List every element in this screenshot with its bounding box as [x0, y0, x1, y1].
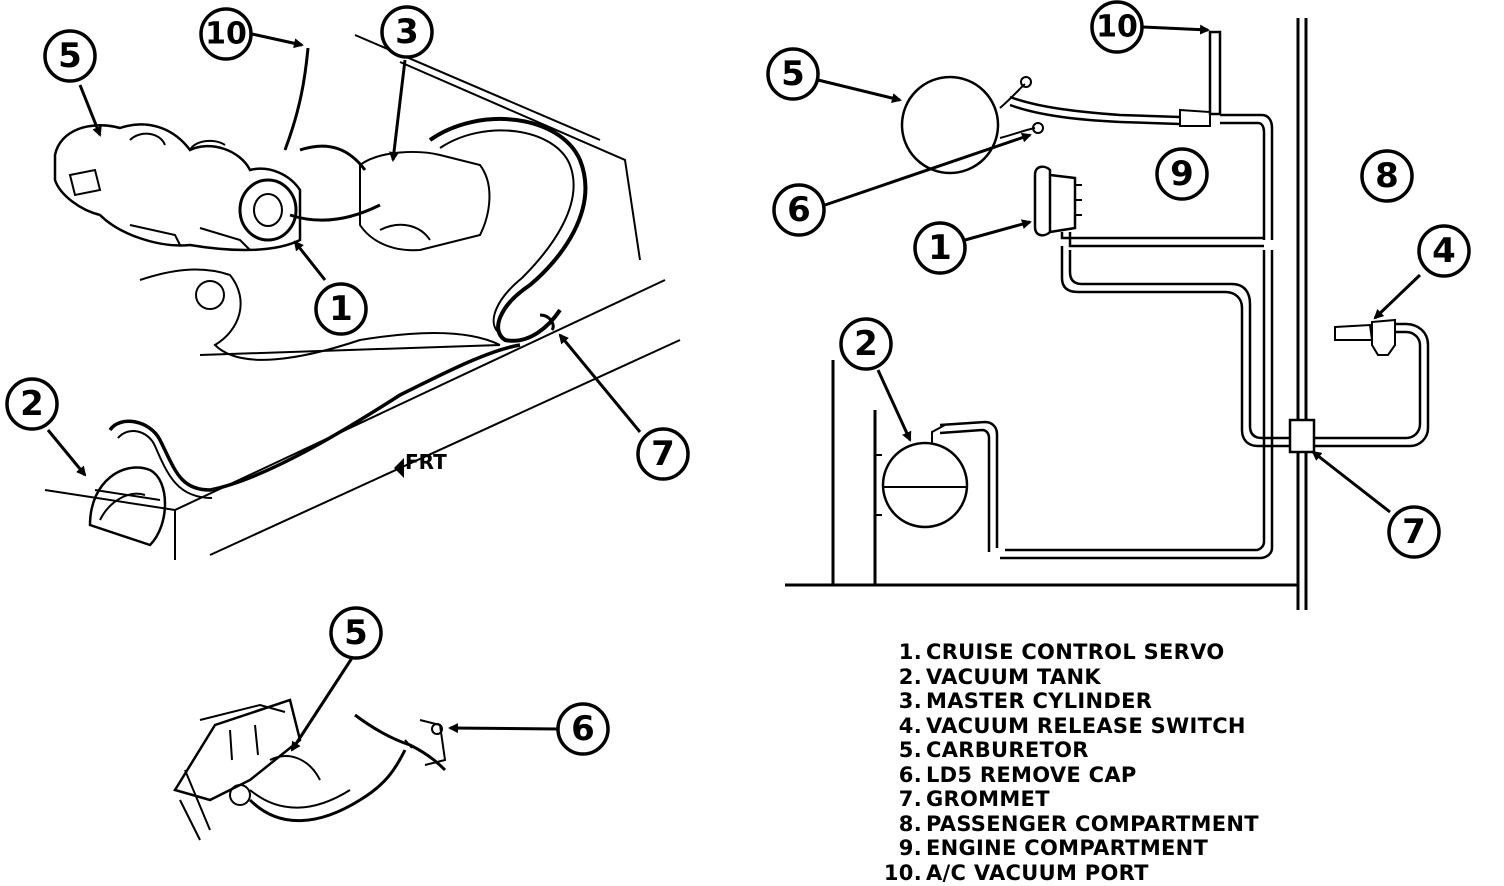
callout-bottom-6-label: 6: [571, 709, 595, 749]
legend-item-label: ENGINE COMPARTMENT: [926, 836, 1209, 861]
legend-item: 4. VACUUM RELEASE SWITCH: [868, 714, 1368, 739]
legend-item-number: 10.: [883, 860, 922, 885]
callout-right-9: 9: [1155, 147, 1209, 201]
legend-item-number: 4.: [898, 713, 922, 738]
legend-item-number: 3.: [898, 689, 922, 714]
right-callout-leaders: [817, 24, 1422, 514]
legend-item-label: A/C VACUUM PORT: [926, 860, 1149, 885]
legend-item: 7. GROMMET: [868, 787, 1368, 812]
callout-left-1: 1: [314, 282, 368, 336]
callout-right-4-label: 4: [1432, 231, 1456, 271]
legend-item-label: VACUUM RELEASE SWITCH: [926, 713, 1246, 738]
callout-left-1-label: 1: [329, 289, 353, 329]
callout-left-10: 10: [199, 7, 253, 61]
callout-right-5-label: 5: [781, 54, 805, 94]
legend-item: 9. ENGINE COMPARTMENT: [868, 836, 1368, 861]
callout-left-5-label: 5: [58, 36, 82, 76]
legend-item-number: 5.: [898, 738, 922, 763]
ld5-detail-illustration: [173, 698, 447, 841]
front-arrow-icon: [394, 458, 404, 478]
callout-left-10-label: 10: [205, 17, 247, 52]
legend-item: 8. PASSENGER COMPARTMENT: [868, 812, 1368, 837]
callout-left-7: 7: [636, 427, 690, 481]
callout-right-9-label: 9: [1170, 154, 1194, 194]
callout-right-2-label: 2: [854, 324, 878, 364]
callout-left-5: 5: [43, 29, 97, 83]
callout-left-7-label: 7: [651, 434, 675, 474]
callout-right-8: 8: [1360, 149, 1414, 203]
callout-left-3-label: 3: [395, 12, 419, 52]
legend-item-number: 7.: [898, 787, 922, 812]
callout-bottom-6: 6: [556, 702, 610, 756]
legend-item-number: 1.: [898, 640, 922, 665]
left-callouts: [46, 32, 642, 477]
legend-item: 2. VACUUM TANK: [868, 665, 1368, 690]
front-direction-marker: FRT: [394, 450, 447, 478]
bottom-callouts: [290, 657, 559, 752]
legend-item-label: PASSENGER COMPARTMENT: [926, 811, 1259, 836]
callout-right-8-label: 8: [1375, 156, 1399, 196]
legend-item-number: 9.: [898, 836, 922, 861]
legend-item-label: GROMMET: [926, 787, 1050, 812]
callout-right-4: 4: [1417, 224, 1471, 278]
engine-bay-illustration: [44, 34, 681, 560]
legend-item: 10. A/C VACUUM PORT: [868, 861, 1368, 886]
parts-legend: 1. CRUISE CONTROL SERVO 2. VACUUM TANK 3…: [868, 640, 1368, 885]
legend-item-number: 2.: [898, 664, 922, 689]
legend-item: 3. MASTER CYLINDER: [868, 689, 1368, 714]
callout-right-6-label: 6: [787, 190, 811, 230]
front-marker-label: FRT: [405, 450, 447, 474]
callout-bottom-5-label: 5: [344, 613, 368, 653]
callout-left-2-label: 2: [20, 384, 44, 424]
callout-right-2: 2: [839, 317, 893, 371]
legend-item-number: 8.: [898, 811, 922, 836]
callout-right-1-label: 1: [928, 228, 952, 268]
callout-right-6: 6: [772, 183, 826, 237]
legend-item-number: 6.: [898, 762, 922, 787]
callout-right-7: 7: [1387, 505, 1441, 559]
callout-bottom-5: 5: [329, 606, 383, 660]
callout-right-1: 1: [913, 221, 967, 275]
legend-item: 6. LD5 REMOVE CAP: [868, 763, 1368, 788]
callout-right-5: 5: [766, 47, 820, 101]
callout-left-2: 2: [5, 377, 59, 431]
callout-right-7-label: 7: [1402, 512, 1426, 552]
legend-item: 5. CARBURETOR: [868, 738, 1368, 763]
legend-item-label: MASTER CYLINDER: [926, 689, 1153, 714]
legend-item-label: CARBURETOR: [926, 738, 1089, 763]
callout-right-10: 10: [1090, 0, 1144, 54]
legend-item: 1. CRUISE CONTROL SERVO: [868, 640, 1368, 665]
legend-item-label: VACUUM TANK: [926, 664, 1101, 689]
legend-item-label: LD5 REMOVE CAP: [926, 762, 1137, 787]
callout-right-10-label: 10: [1096, 10, 1138, 45]
vacuum-schematic: [785, 18, 1430, 610]
legend-item-label: CRUISE CONTROL SERVO: [926, 640, 1225, 665]
callout-left-3: 3: [380, 5, 434, 59]
